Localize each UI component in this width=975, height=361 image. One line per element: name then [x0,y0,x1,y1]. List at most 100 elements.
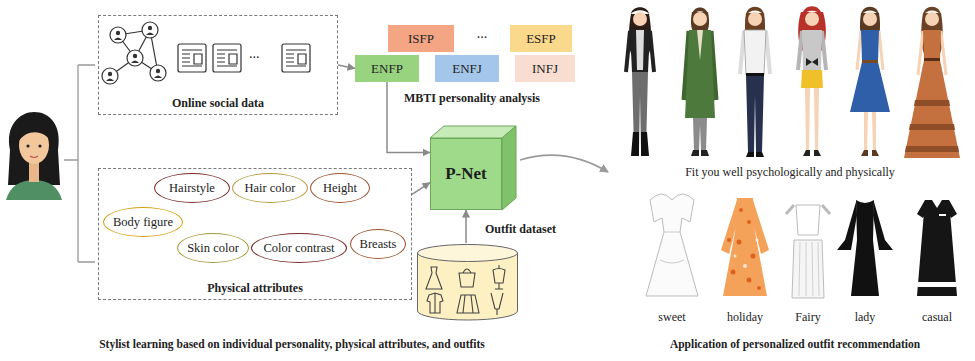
fashion-figure [746,152,764,157]
dataset-cylinder [493,265,505,289]
attribute-ellipse: Hair color [232,173,308,203]
dress-casual [917,200,957,296]
attribute-ellipse: Height [310,173,370,203]
dress-sweet [646,194,698,296]
dress-holiday [747,220,751,224]
dress-holiday [727,208,761,290]
section-label: MBTI personality analysis [404,91,540,106]
fashion-figure [904,7,960,158]
attribute-ellipse: Breasts [350,229,406,259]
node-text: ISFP [408,31,434,47]
dress-holiday [723,198,767,296]
social-network-icon [108,72,112,76]
dress-fairy [792,240,824,298]
dress-holiday [751,254,756,259]
social-network-icon [142,22,158,38]
social-network-icon [110,27,126,43]
cube-faces [502,126,516,210]
dress-holiday [731,270,736,275]
fashion-figure [746,7,764,15]
style-label: Fairy [795,310,820,325]
dataset-cylinder [457,295,479,313]
social-network-icon [127,50,143,66]
fashion-figure [744,30,766,75]
ellipsis: ... [249,46,260,62]
node-text: Height [323,181,357,196]
fashion-figure [802,30,822,70]
fashion-figure [691,150,709,156]
user-face [6,112,62,200]
connector-arrow [338,65,355,69]
dress-holiday [734,255,737,258]
node-text: Physical attributes [207,281,303,296]
fashion-figure [631,7,649,14]
node-text: Skin color [187,241,239,256]
data-source-box: Online social data [98,15,338,115]
style-label: holiday [727,310,763,325]
fashion-figure [923,7,941,15]
dress-holiday [756,239,759,242]
fashion-figure [691,12,709,32]
social-network-icon [102,68,118,84]
user-face [38,144,41,147]
fashion-figure [850,30,890,112]
fashion-figure [746,75,764,152]
dress-sweet [646,194,698,296]
dress-sweet [660,232,684,263]
node-text: Online social data [172,96,264,111]
attribute-ellipse: Hairstyle [154,173,230,203]
fashion-figure [798,6,826,156]
style-label: casual [922,310,952,325]
dataset-cylinder [418,245,518,262]
fashion-figure [862,60,878,63]
dress-holiday [734,239,759,269]
social-network-icon [116,31,120,35]
social-network-icon [102,22,166,84]
mbti-type-box: ISFP [388,25,454,52]
fashion-figure [748,12,762,26]
mbti-type-box: ESFP [510,25,572,52]
news-icons [213,44,241,72]
ellipsis: ... [477,26,488,42]
node-text: Color contrast [263,241,334,256]
news-icons [178,44,206,72]
mbti-type-box: ENFJ [435,55,499,82]
connector-arrow [412,183,430,195]
dress-casual [932,200,942,208]
dress-casual [917,200,957,296]
dataset-cylinder [491,293,503,315]
dataset-cylinder [426,265,505,315]
fashion-figure [925,12,939,26]
fashion-figure [924,58,940,61]
dataset-cylinder [459,269,475,287]
style-label: sweet [658,310,685,325]
dress-lady [851,200,879,296]
node-text: INFJ [532,61,558,77]
figure-caption: Stylist learning based on individual per… [99,338,485,350]
node-text: ENFP [371,61,403,77]
social-network-icon [148,26,152,30]
dress-holiday [739,208,743,212]
output-arrow [520,155,608,172]
attribute-ellipse: Skin color [177,233,249,263]
dataset-cylinder [426,267,442,289]
attribute-ellipse: Color contrast [251,233,347,263]
fashion-figure [693,12,707,26]
panel-caption: Fit you well psychologically and physica… [685,165,895,180]
fashion-figure [803,150,821,156]
user-face [8,112,60,185]
fashion-figure [805,12,819,26]
node-text: Outfit dataset [485,222,556,237]
mbti-type-box: ENFP [355,55,419,82]
dataset-cylinder [427,293,443,313]
attribute-group: Physical attributes Hairstyle Hair color He… [98,168,412,300]
fashion-figure [685,30,715,118]
node-text: Hairstyle [169,181,215,196]
social-network-icon [133,54,137,58]
news-icons [217,50,237,66]
dress-holiday [747,278,752,283]
social-network-icon [114,38,122,41]
fashion-figure [863,12,877,26]
social-network-icon [106,26,162,81]
